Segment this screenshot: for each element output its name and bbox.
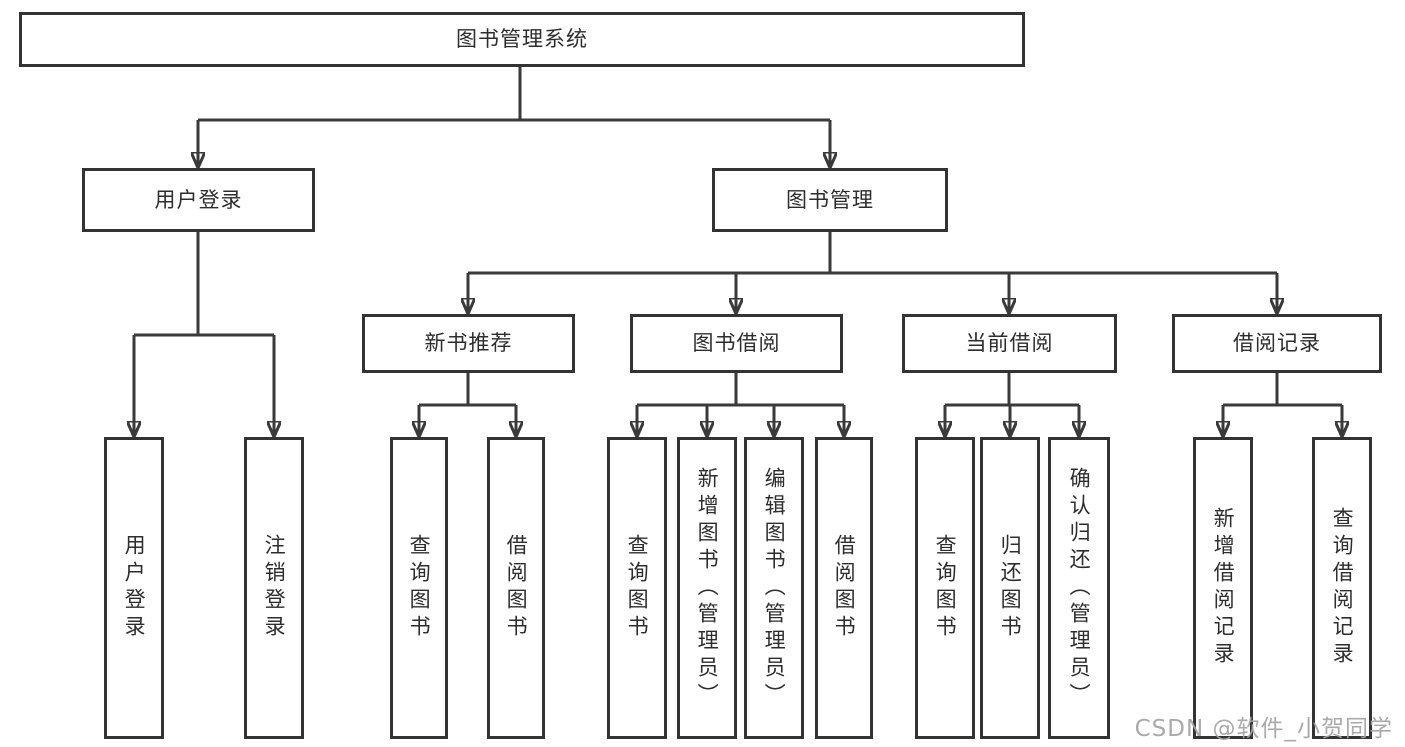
edge-book-management-bus xyxy=(468,232,1277,275)
leaf-cb-query-books: 查询图书 xyxy=(915,437,975,739)
edge-current-borrow-bus xyxy=(945,373,1079,407)
edge-user-login-bus xyxy=(134,232,274,337)
edge-root-bus xyxy=(198,67,830,122)
leaf-bb-edit-books-admin: 编辑图书（管理员） xyxy=(744,437,804,739)
leaf-bb-borrow-books: 借阅图书 xyxy=(815,437,873,739)
leaf-cb-return-books: 归还图书 xyxy=(980,437,1040,739)
node-book-management: 图书管理 xyxy=(712,168,948,232)
leaf-nb-borrow-books: 借阅图书 xyxy=(487,437,545,739)
leaf-bb-query-books: 查询图书 xyxy=(607,437,667,739)
node-current-borrow: 当前借阅 xyxy=(902,314,1117,373)
leaf-br-add-record: 新增借阅记录 xyxy=(1193,437,1253,739)
edge-new-book-bus xyxy=(419,373,516,407)
leaf-bb-add-books-admin: 新增图书（管理员） xyxy=(677,437,737,739)
leaf-user-login: 用户登录 xyxy=(104,437,164,739)
node-borrow-records: 借阅记录 xyxy=(1172,314,1382,373)
leaf-cb-confirm-return-admin: 确认归还（管理员） xyxy=(1048,437,1110,739)
edge-borrow-records-bus xyxy=(1223,373,1342,407)
node-new-book-recommend: 新书推荐 xyxy=(362,314,575,373)
node-library-system: 图书管理系统 xyxy=(19,12,1025,67)
leaf-nb-query-books: 查询图书 xyxy=(390,437,448,739)
leaf-br-query-record: 查询借阅记录 xyxy=(1312,437,1372,739)
csdn-watermark: CSDN @软件_小贺同学 xyxy=(1134,716,1393,742)
leaf-logout: 注销登录 xyxy=(244,437,304,739)
node-user-login: 用户登录 xyxy=(82,168,315,232)
edge-book-borrow-bus xyxy=(637,373,844,407)
node-book-borrow: 图书借阅 xyxy=(630,314,843,373)
